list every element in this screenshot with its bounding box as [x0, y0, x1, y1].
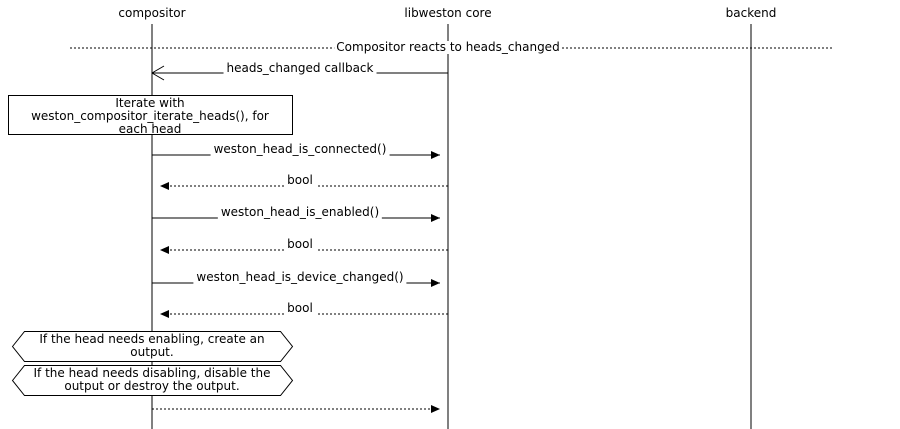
condition-box-disable [11, 365, 294, 396]
condition-box-enable [11, 331, 294, 362]
condition-enable-line-1: If the head needs enabling, create an [39, 332, 265, 346]
message-label-weston-head-is-device-changed: weston_head_is_device_changed() [193, 271, 407, 284]
message-label-bool-enabled: bool [284, 238, 316, 251]
note-line-3: each head [118, 122, 182, 136]
condition-disable-line-1: If the head needs disabling, disable the [33, 366, 271, 380]
message-label-heads-changed-callback: heads_changed callback [223, 62, 377, 75]
message-label-bool-connected: bool [284, 174, 316, 187]
separator-label: Compositor reacts to heads_changed [334, 40, 562, 54]
condition-text-disable: If the head needs disabling, disable the… [12, 367, 292, 393]
actor-label-libweston-core: libweston core [404, 6, 492, 20]
condition-enable-line-2: output. [130, 345, 174, 359]
note-line-1: Iterate with [115, 96, 185, 110]
message-label-weston-head-is-enabled: weston_head_is_enabled() [217, 206, 383, 219]
actor-label-compositor: compositor [118, 6, 186, 20]
condition-text-enable: If the head needs enabling, create an ou… [12, 333, 292, 359]
note-box-iterate [8, 95, 293, 135]
message-label-weston-head-is-connected: weston_head_is_connected() [210, 143, 390, 156]
actor-label-backend: backend [725, 6, 777, 20]
condition-disable-line-2: output or destroy the output. [64, 379, 240, 393]
note-line-2: weston_compositor_iterate_heads(), for [31, 109, 269, 123]
message-label-bool-device-changed: bool [284, 302, 316, 315]
note-text-iterate: Iterate with weston_compositor_iterate_h… [8, 97, 292, 136]
